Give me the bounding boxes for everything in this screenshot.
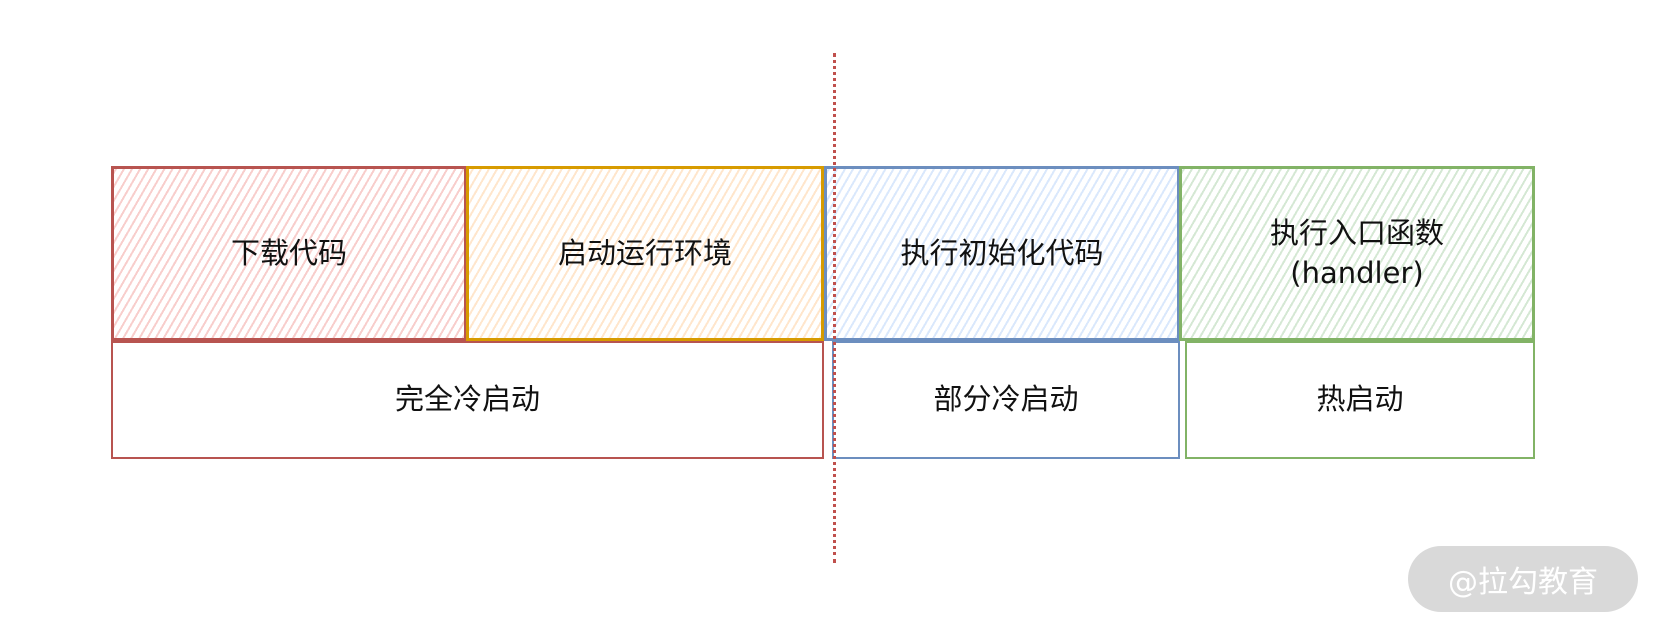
- warm-start: 热启动: [1185, 341, 1535, 459]
- watermark: @拉勾教育: [1408, 546, 1638, 612]
- stage-label: 执行入口函数: [1269, 216, 1444, 251]
- stage-sublabel: (handler): [1290, 255, 1424, 290]
- stage-start-runtime: 启动运行环境: [466, 166, 824, 341]
- stage-label: 下载代码: [230, 235, 347, 270]
- full-cold-start: 完全冷启动: [111, 341, 824, 459]
- stage-label: 执行初始化代码: [900, 235, 1104, 270]
- stage-label: 启动运行环境: [557, 235, 732, 270]
- partial-cold-start: 部分冷启动: [832, 341, 1180, 459]
- start-type-label: 热启动: [1316, 382, 1404, 417]
- start-type-label: 部分冷启动: [933, 382, 1079, 417]
- dotted-divider: [833, 53, 836, 563]
- watermark-text: @拉勾教育: [1448, 565, 1598, 600]
- stage-run-handler: 执行入口函数 (handler): [1179, 166, 1535, 341]
- stage-download-code: 下载代码: [111, 166, 467, 341]
- start-type-label: 完全冷启动: [394, 382, 540, 417]
- stage-run-init-code: 执行初始化代码: [824, 166, 1180, 341]
